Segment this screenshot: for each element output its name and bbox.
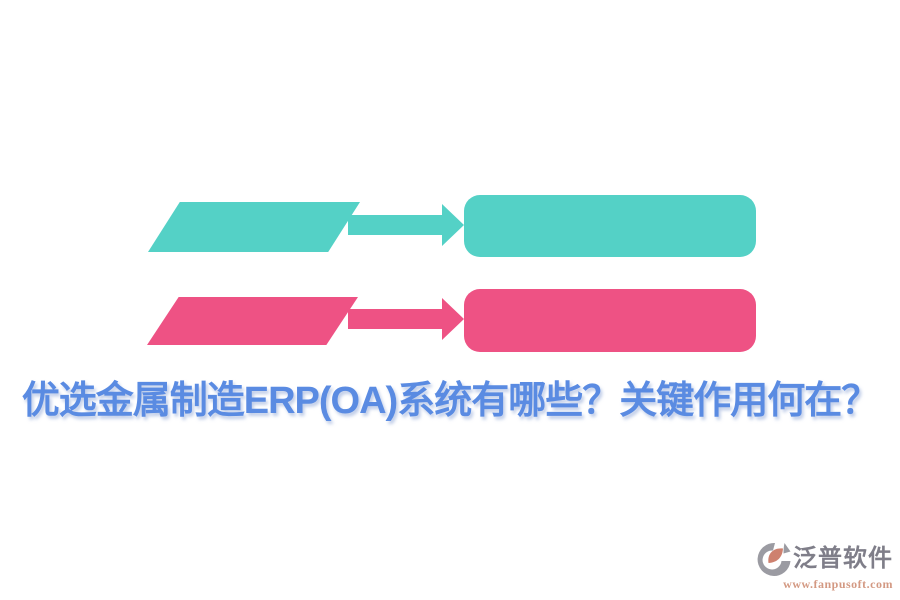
page-title: 优选金属制造ERP(OA)系统有哪些？关键作用何在？ [21,380,879,422]
watermark-brand-text: 泛普软件 [793,546,893,572]
parallelogram-top [148,202,360,252]
fanpu-watermark: 泛普软件 www.fanpusoft.com [755,540,893,592]
rounded-rectangle-top [464,195,756,257]
right-arrow-icon-top [348,204,464,246]
fanpu-logo-icon [757,542,791,576]
parallelogram-bottom [147,297,358,345]
watermark-url-text: www.fanpusoft.com [783,577,893,591]
rounded-rectangle-bottom [464,289,756,352]
right-arrow-icon-bottom [348,298,464,340]
